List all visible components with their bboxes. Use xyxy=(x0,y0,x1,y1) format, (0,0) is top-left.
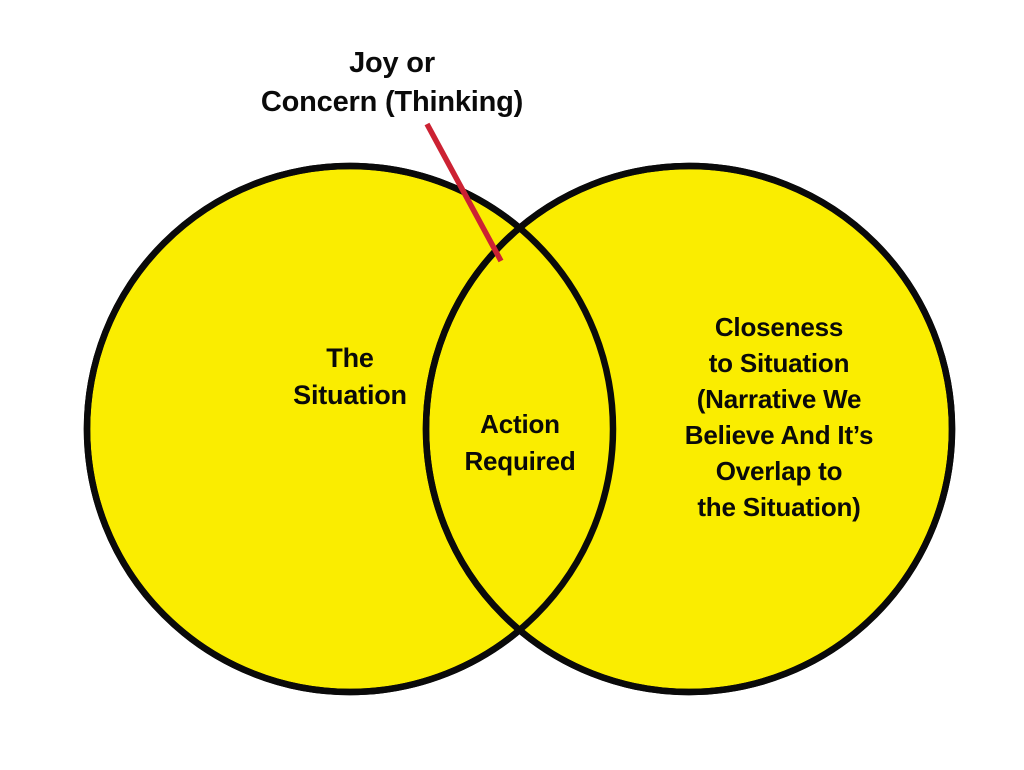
annotation-label: Joy or Concern (Thinking) xyxy=(260,47,524,118)
left-set-outline xyxy=(83,162,617,696)
right-set-label: Closeness to Situation (Narrative We Bel… xyxy=(684,312,874,522)
right-set-outline xyxy=(422,162,956,696)
intersection-label: Action Required xyxy=(464,409,576,476)
annotation-leader-line xyxy=(424,122,504,263)
left-set-label: The Situation xyxy=(293,343,407,410)
